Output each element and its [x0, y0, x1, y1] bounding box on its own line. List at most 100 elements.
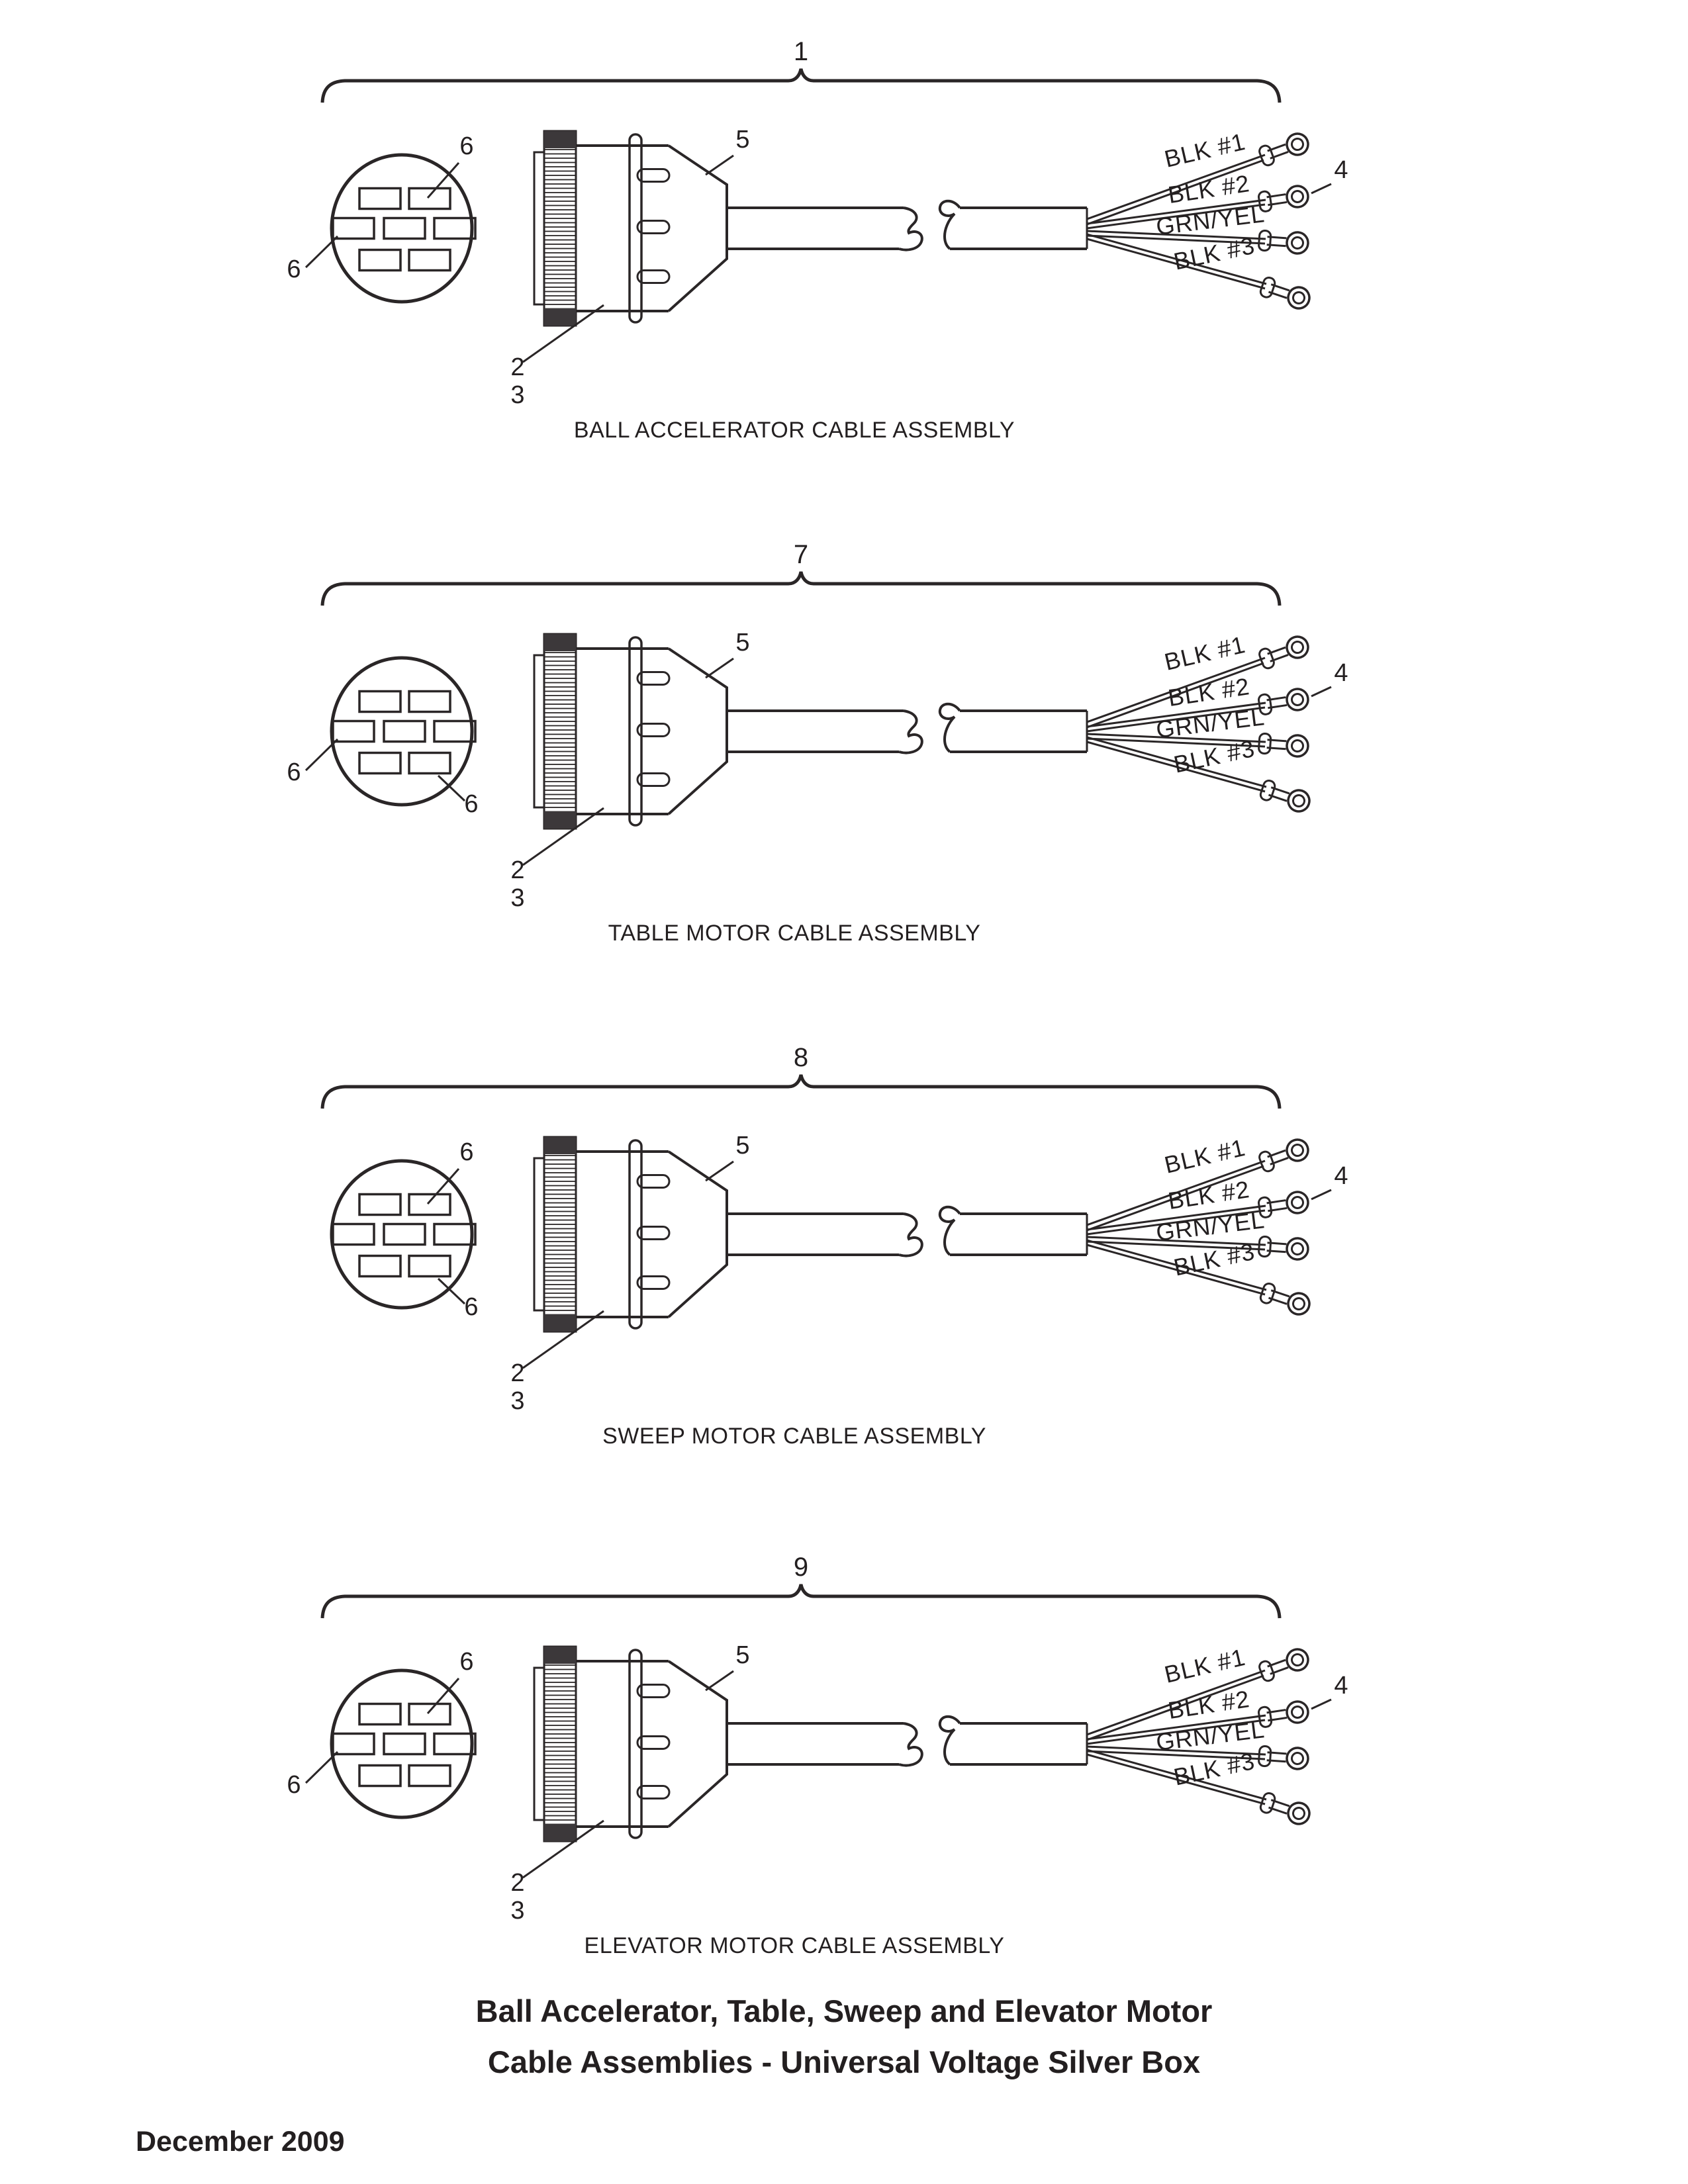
callout-6-label: 6 — [459, 1648, 473, 1676]
callout-6-group: 6 — [287, 235, 339, 283]
assembly-caption: SWEEP MOTOR CABLE ASSEMBLY — [602, 1424, 986, 1449]
pin-slot-mid-2 — [383, 1222, 426, 1246]
bracket-number-label: 1 — [794, 37, 808, 66]
wire-fan: BLK #1 BLK #2 GRN/YEL BLK #3 4 — [1086, 128, 1348, 310]
cable-assembly-diagram-3: 8 6 6 — [320, 1043, 1348, 1449]
ring-terminal — [1258, 1191, 1309, 1218]
connector-face-view: 6 6 — [287, 1648, 477, 1819]
page-title-line2: Cable Assemblies - Universal Voltage Sil… — [487, 2044, 1201, 2079]
shell-body — [576, 144, 728, 312]
pin-slot-mid-2 — [383, 216, 426, 240]
pin-slot-top-1 — [358, 1193, 402, 1216]
length-brace — [320, 1074, 1282, 1109]
pin-slot-bot-1 — [358, 248, 402, 272]
pin-slot-bot-1 — [358, 751, 402, 775]
callout-3-label: 3 — [510, 1897, 524, 1925]
footer-date: December 2009 — [136, 2126, 345, 2158]
callout-5-label: 5 — [735, 1132, 749, 1160]
callout-6-label: 6 — [287, 1771, 301, 1799]
callout-6-label: 6 — [287, 758, 301, 786]
callout-5-label: 5 — [735, 126, 749, 154]
cable-assembly-diagram-4: 9 6 6 — [287, 1553, 1348, 1958]
callout-3-label: 3 — [510, 381, 524, 409]
ring-terminal — [1259, 779, 1311, 813]
plug-side-view: 5 2 3 — [510, 126, 749, 409]
pin-slot-mid-1 — [332, 1222, 375, 1246]
pin-slot-mid-2 — [383, 1732, 426, 1756]
wire-fan: BLK #1 BLK #2 GRN/YEL BLK #3 4 — [1086, 1134, 1348, 1316]
pin-slot-top-1 — [358, 187, 402, 210]
callout-6-group: 6 — [426, 132, 474, 199]
callout-5-label: 5 — [735, 629, 749, 657]
cable — [727, 199, 1088, 251]
knurl-cap-top — [544, 131, 576, 148]
callout-4-leader — [1311, 183, 1332, 195]
wire — [1086, 1745, 1266, 1760]
assembly-caption: ELEVATOR MOTOR CABLE ASSEMBLY — [585, 1933, 1005, 1958]
gasket-ring — [628, 133, 643, 324]
pin-slot-top-2 — [408, 187, 451, 210]
gasket-ring — [628, 1139, 643, 1330]
callout-3-label: 3 — [510, 1387, 524, 1415]
knurl-cap-bottom — [544, 1824, 576, 1841]
callout-4-label: 4 — [1334, 1672, 1348, 1700]
page-title-line1: Ball Accelerator, Table, Sweep and Eleva… — [475, 1993, 1213, 2028]
ring-terminal — [1258, 1700, 1309, 1728]
cable-break-left — [898, 1212, 923, 1257]
knurl-cap-bottom — [544, 811, 576, 829]
wire — [1086, 1669, 1266, 1741]
contact-prongs — [636, 168, 671, 284]
shell-body — [576, 647, 728, 815]
assembly-caption: TABLE MOTOR CABLE ASSEMBLY — [608, 921, 981, 946]
callout-6-group: 6 — [426, 1648, 474, 1714]
contact-prongs — [636, 1174, 671, 1290]
wire — [1086, 733, 1266, 748]
callout-6-label: 6 — [459, 132, 473, 160]
pin-slot-bot-1 — [358, 1764, 402, 1788]
length-brace — [320, 1584, 1282, 1619]
pin-slot-mid-3 — [433, 719, 477, 743]
wire — [1086, 1205, 1266, 1236]
pin-slot-mid-3 — [433, 1732, 477, 1756]
callout-6-group: 6 — [437, 774, 479, 818]
callout-5-leader — [705, 657, 734, 679]
callout-6-group: 6 — [287, 1751, 339, 1799]
callout-4-label: 4 — [1334, 1162, 1348, 1190]
knurl-cap-top — [544, 1137, 576, 1154]
wire — [1086, 736, 1267, 793]
gasket-ring — [628, 636, 643, 827]
page-title: Ball Accelerator, Table, Sweep and Eleva… — [0, 1985, 1688, 2087]
length-brace — [320, 68, 1282, 103]
ring-terminal — [1258, 230, 1309, 255]
bracket-number-label: 9 — [794, 1553, 808, 1582]
connector-face-view: 6 6 — [330, 1138, 479, 1321]
pin-slot-bot-1 — [358, 1254, 402, 1278]
cable-break-left — [898, 206, 923, 251]
length-brace — [320, 571, 1282, 606]
callout-4-leader — [1311, 1698, 1332, 1710]
knurl-cap-top — [544, 634, 576, 651]
callout-2-leader — [522, 807, 604, 866]
connector-face-circle — [330, 1668, 474, 1819]
cable-break-right — [938, 199, 961, 250]
cable-assembly-diagram-2: 7 6 6 — [287, 540, 1348, 946]
pin-slot-top-2 — [408, 1702, 451, 1726]
pin-slot-mid-1 — [332, 719, 375, 743]
callout-2-label: 2 — [510, 1869, 524, 1897]
knurl-cap-top — [544, 1647, 576, 1664]
pin-slot-mid-3 — [433, 216, 477, 240]
wire — [1086, 1239, 1267, 1296]
connector-face-circle — [330, 153, 474, 304]
ring-terminal — [1258, 1745, 1309, 1770]
plug-side-view: 5 2 3 — [510, 1132, 749, 1415]
callout-6-label: 6 — [464, 1293, 478, 1321]
callout-6-label: 6 — [464, 790, 478, 818]
callout-6-label: 6 — [459, 1138, 473, 1166]
knurled-coupling-ring — [543, 633, 577, 830]
ring-terminal — [1259, 1792, 1311, 1825]
cable — [727, 1715, 1088, 1767]
wire — [1086, 199, 1266, 230]
callout-6-label: 6 — [287, 255, 301, 283]
